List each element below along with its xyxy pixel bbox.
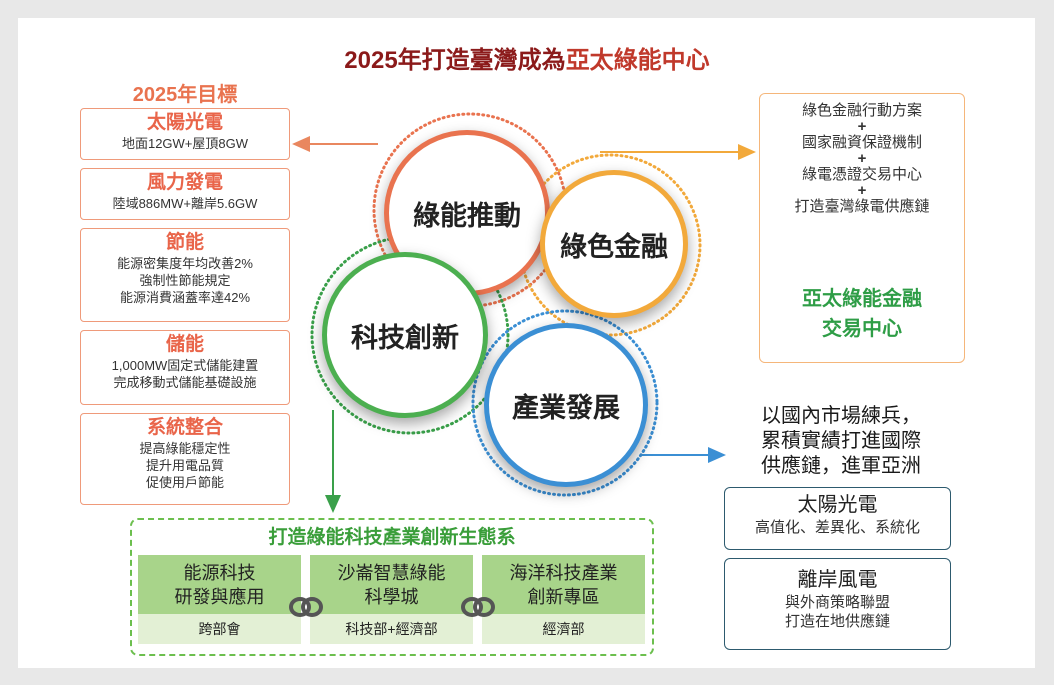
goal-storage-box: 儲能 1,000MW固定式儲能建置 完成移動式儲能基礎設施: [80, 330, 290, 405]
goal-detail: 地面12GW+屋頂8GW: [121, 136, 249, 151]
ecosystem-column-shalun: 沙崙智慧綠能 科學城 科技部+經濟部: [310, 555, 473, 644]
finance-center-line: 交易中心: [822, 318, 902, 340]
export-solar-box: 太陽光電 高值化、差異化、系統化: [724, 487, 951, 550]
column-line: 海洋科技產業: [509, 562, 618, 583]
finance-item: 打造臺灣綠電供應鏈: [794, 198, 930, 215]
orbit-ring-industry: [471, 309, 659, 497]
finance-item: 綠色金融行動方案: [801, 102, 922, 119]
column-title: 海洋科技產業 創新專區: [482, 555, 645, 614]
ecosystem-column-marine: 海洋科技產業 創新專區 經濟部: [482, 555, 645, 644]
export-box-label: 離岸風電: [797, 569, 878, 591]
column-title: 能源科技 研發與應用: [138, 555, 301, 614]
plus-sign: +: [857, 118, 867, 135]
column-line: 能源科技: [183, 562, 256, 583]
column-line: 創新專區: [527, 586, 600, 607]
title-prefix: 2025年打造臺灣成為: [344, 47, 566, 74]
page-title: 2025年打造臺灣成為亞太綠能中心: [0, 40, 1054, 75]
ecosystem-title: 打造綠能科技產業創新生態系: [268, 527, 516, 548]
goal-detail: 完成移動式儲能基礎設施: [113, 375, 257, 390]
export-line: 供應鏈，進軍亞洲: [761, 455, 921, 477]
export-box-detail: 打造在地供應鏈: [784, 613, 890, 630]
column-line: 研發與應用: [174, 586, 265, 607]
goal-detail: 提升用電品質: [145, 458, 224, 473]
finance-box: 綠色金融行動方案 + 國家融資保證機制 + 綠電憑證交易中心 + 打造臺灣綠電供…: [759, 93, 965, 363]
plus-sign: +: [857, 150, 867, 167]
goal-label: 儲能: [165, 334, 204, 355]
goal-label: 節能: [165, 232, 204, 253]
goal-detail: 提高綠能穩定性: [139, 441, 231, 456]
goal-efficiency-box: 節能 能源密集度年均改善2% 強制性節能規定 能源消費涵蓋率達42%: [80, 228, 290, 322]
chain-link-icon: [461, 597, 495, 617]
goal-detail: 陸域886MW+離岸5.6GW: [112, 196, 258, 211]
pillar-label: 產業發展: [512, 392, 620, 423]
goal-solar-box: 太陽光電 地面12GW+屋頂8GW: [80, 108, 290, 160]
export-box-detail: 高值化、差異化、系統化: [754, 519, 920, 536]
goal-label: 太陽光電: [146, 112, 223, 133]
column-title: 沙崙智慧綠能 科學城: [310, 555, 473, 614]
goal-label: 風力發電: [146, 172, 223, 193]
goal-wind-box: 風力發電 陸域886MW+離岸5.6GW: [80, 168, 290, 220]
export-box-label: 太陽光電: [797, 494, 878, 516]
goal-detail: 促使用戶節能: [145, 475, 224, 490]
title-highlight: 亞太綠能中心: [565, 47, 710, 74]
column-line: 沙崙智慧綠能: [337, 562, 446, 583]
export-strategy-text: 以國內市場練兵， 累積實績打進國際 供應鏈，進軍亞洲: [726, 404, 956, 479]
column-line: 科學城: [364, 586, 419, 607]
column-owner: 經濟部: [482, 614, 645, 644]
column-owner: 跨部會: [138, 614, 301, 644]
pillar-green-finance: 綠色金融: [540, 170, 688, 318]
goal-label: 系統整合: [146, 417, 223, 438]
plus-sign: +: [857, 182, 867, 199]
pillar-label: 科技創新: [351, 322, 459, 353]
export-offshore-wind-box: 離岸風電 與外商策略聯盟 打造在地供應鏈: [724, 558, 951, 650]
ecosystem-frame: [130, 518, 654, 656]
pillar-green-energy: 綠能推動: [384, 130, 550, 296]
finance-item: 綠電憑證交易中心: [801, 166, 922, 183]
export-line: 累積實績打進國際: [761, 430, 921, 452]
pillar-tech-innovation: 科技創新: [322, 252, 488, 418]
ecosystem-column-rnd: 能源科技 研發與應用 跨部會: [138, 555, 301, 644]
export-box-detail: 與外商策略聯盟: [784, 594, 890, 611]
finance-center-line: 亞太綠能金融: [802, 288, 922, 310]
chain-link-icon: [289, 597, 323, 617]
goal-detail: 能源密集度年均改善2%: [117, 256, 253, 271]
export-line: 以國內市場練兵，: [761, 405, 921, 427]
finance-item: 國家融資保證機制: [801, 134, 922, 151]
goal-detail: 能源消費涵蓋率達42%: [119, 290, 251, 305]
pillar-label: 綠能推動: [413, 200, 521, 231]
pillar-industry: 產業發展: [484, 323, 648, 487]
goal-detail: 強制性節能規定: [139, 273, 231, 288]
goal-system-box: 系統整合 提高綠能穩定性 提升用電品質 促使用戶節能: [80, 413, 290, 505]
goals-heading: 2025年目標: [132, 84, 238, 106]
column-owner: 科技部+經濟部: [310, 614, 473, 644]
pillar-label: 綠色金融: [560, 231, 668, 262]
goal-detail: 1,000MW固定式儲能建置: [111, 358, 259, 373]
